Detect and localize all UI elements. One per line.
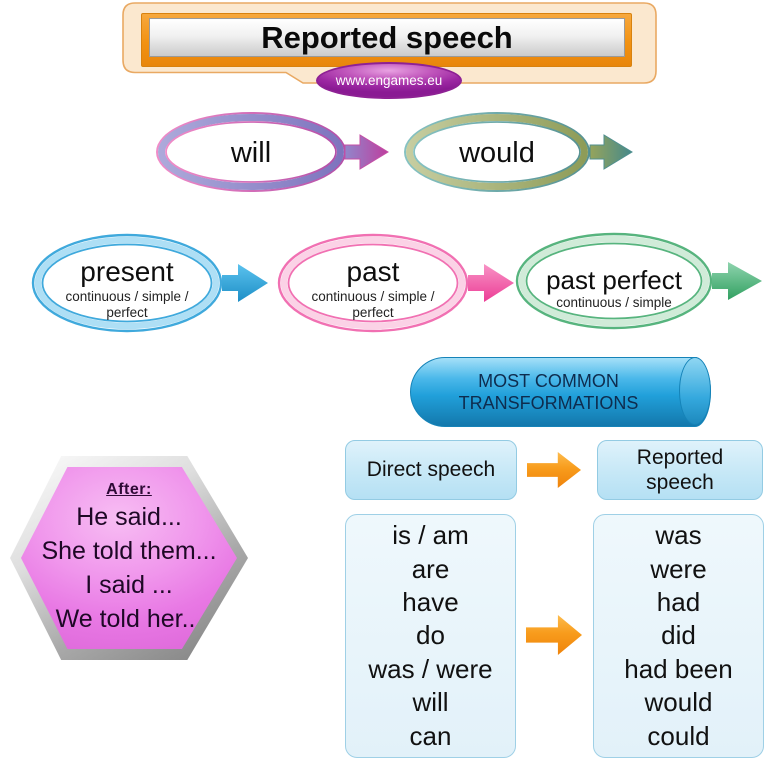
present-arrow-icon bbox=[222, 264, 268, 302]
direct-speech-header-label: Direct speech bbox=[366, 458, 496, 481]
list-item: have bbox=[402, 587, 459, 618]
ellipse-past: past continuous / simple / perfect bbox=[277, 233, 514, 333]
cylinder-text: MOST COMMON TRANSFORMATIONS bbox=[411, 358, 710, 426]
list-right-arrow-icon bbox=[526, 615, 582, 655]
ellipse-will: will bbox=[156, 112, 389, 192]
page-title: Reported speech bbox=[261, 19, 513, 55]
site-url: www.engames.eu bbox=[335, 73, 443, 88]
cylinder-line1: MOST COMMON bbox=[478, 371, 619, 391]
reported-speech-header-label: Reported speech bbox=[636, 446, 724, 494]
hexagon-line: I said ... bbox=[85, 570, 173, 599]
list-item: will bbox=[412, 687, 449, 718]
direct-speech-header: Direct speech bbox=[345, 440, 517, 500]
past-sub1: continuous / simple / bbox=[311, 289, 434, 304]
past-sub2: perfect bbox=[352, 305, 394, 320]
would-label: would bbox=[458, 137, 535, 169]
hexagon-heading: After: bbox=[106, 480, 152, 498]
cylinder-banner: MOST COMMON TRANSFORMATIONS bbox=[410, 357, 711, 427]
hexagon-badge: After: He said... She told them... I sai… bbox=[10, 456, 248, 660]
hexagon-line: We told her... bbox=[55, 604, 203, 633]
direct-speech-list: is / am are have do was / were will can bbox=[345, 514, 516, 758]
list-item: are bbox=[411, 553, 450, 584]
ellipse-present: present continuous / simple / perfect bbox=[31, 233, 268, 333]
header-right-arrow-icon bbox=[527, 452, 581, 488]
list-item: is / am bbox=[392, 520, 469, 551]
list-item: was / were bbox=[368, 653, 493, 684]
past-perfect-arrow-icon bbox=[712, 262, 762, 300]
flow-row-tenses: present continuous / simple / perfect pa… bbox=[31, 232, 762, 333]
list-item: had been bbox=[624, 653, 733, 684]
past-label: past bbox=[347, 256, 400, 287]
present-sub1: continuous / simple / bbox=[65, 289, 188, 304]
list-item: would bbox=[644, 687, 713, 718]
list-item: could bbox=[647, 720, 710, 751]
hexagon-inner: After: He said... She told them... I sai… bbox=[21, 467, 237, 649]
present-label: present bbox=[80, 256, 174, 287]
past-perfect-sub1: continuous / simple bbox=[556, 295, 672, 310]
would-arrow-icon bbox=[589, 134, 633, 170]
hexagon-line: She told them... bbox=[41, 536, 217, 565]
ellipse-would: would bbox=[404, 112, 633, 192]
list-item: was bbox=[655, 520, 702, 551]
reported-speech-header: Reported speech bbox=[597, 440, 763, 500]
list-item: can bbox=[409, 720, 452, 751]
reported-speech-list: was were had did had been would could bbox=[593, 514, 764, 758]
site-badge: www.engames.eu bbox=[316, 62, 462, 99]
list-item: did bbox=[661, 620, 696, 651]
list-item: were bbox=[650, 553, 707, 584]
title-bar: Reported speech bbox=[149, 18, 625, 57]
flow-row-modals: will would bbox=[156, 112, 633, 192]
present-sub2: perfect bbox=[106, 305, 148, 320]
will-arrow-icon bbox=[344, 134, 389, 170]
list-item: do bbox=[416, 620, 445, 651]
past-perfect-label: past perfect bbox=[546, 265, 683, 295]
cylinder-line2: TRANSFORMATIONS bbox=[458, 393, 639, 413]
cylinder-cap bbox=[679, 357, 711, 425]
will-label: will bbox=[230, 137, 271, 169]
past-arrow-icon bbox=[468, 264, 514, 302]
ellipse-past-perfect: past perfect continuous / simple bbox=[515, 232, 762, 330]
hexagon-line: He said... bbox=[76, 502, 182, 531]
list-item: had bbox=[656, 587, 701, 618]
